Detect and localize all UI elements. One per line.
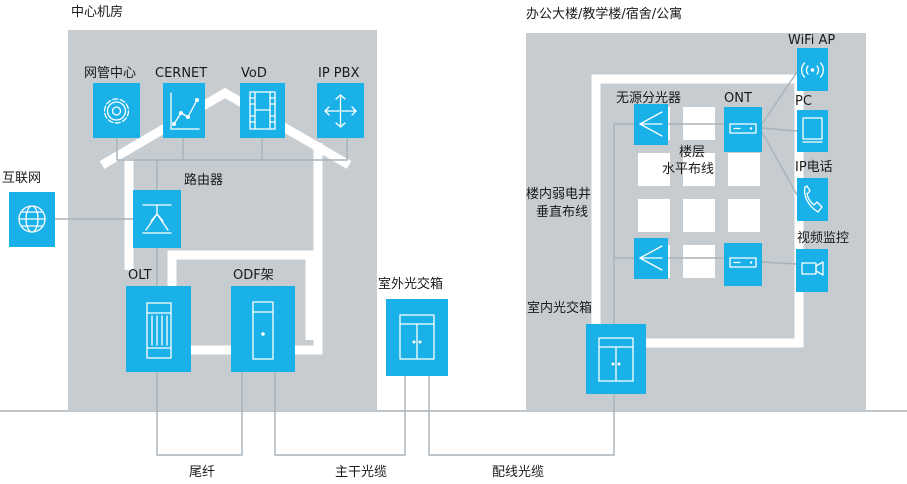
internet-node[interactable] (9, 192, 55, 247)
odf-label: ODF架 (233, 268, 274, 283)
indoor-box-label: 室内光交箱 (527, 301, 593, 316)
router-arrows-icon (142, 204, 172, 234)
house-wall-right (150, 143, 323, 355)
ippbx-node[interactable] (317, 83, 364, 138)
odf-node[interactable] (231, 286, 295, 372)
ippbx-label: IP PBX (318, 66, 360, 81)
house-roof (99, 87, 352, 169)
vod-node[interactable] (240, 83, 285, 138)
olt-rack-icon (146, 302, 172, 359)
wifi-ap-node[interactable] (797, 48, 828, 91)
router-label: 路由器 (184, 173, 224, 188)
ip-phone-label: IP电话 (795, 160, 833, 175)
wifi-ap-label: WiFi AP (788, 33, 836, 48)
netmgmt-label: 网管中心 (84, 66, 137, 81)
wifi-signal-icon (800, 62, 825, 78)
outdoor-box-node[interactable] (386, 299, 448, 376)
film-icon (249, 91, 276, 130)
cernet-node[interactable] (163, 83, 205, 138)
ont-node-upper[interactable] (724, 107, 762, 152)
ont-label: ONT (724, 91, 752, 106)
splitter-node-upper[interactable] (634, 104, 668, 145)
internet-label: 互联网 (2, 171, 42, 186)
cross-arrows-icon (324, 94, 357, 128)
cctv-label: 视频监控 (797, 231, 850, 246)
floor-cabling-label-1: 楼层 (679, 145, 706, 160)
trunk-cable-label: 主干光缆 (335, 465, 388, 480)
outdoor-box-label: 室外光交箱 (378, 277, 444, 292)
ont-node-lower[interactable] (724, 243, 762, 286)
splitter-label: 无源分光器 (616, 91, 682, 106)
cernet-label: CERNET (155, 66, 208, 81)
splitter-node-lower[interactable] (634, 238, 668, 279)
cabinet-icon (598, 337, 634, 382)
floor-cabling-label-2: 水平布线 (662, 162, 715, 177)
monitor-icon (802, 117, 823, 143)
pc-label: PC (795, 94, 812, 109)
splitter-icon (639, 111, 663, 137)
modem-icon (729, 257, 757, 268)
cctv-node[interactable] (796, 249, 828, 292)
datacenter-title: 中心机房 (71, 5, 124, 20)
ip-phone-node[interactable] (797, 178, 828, 221)
camera-icon (801, 261, 824, 276)
pigtail-label: 尾纤 (189, 465, 216, 480)
riser-cabling-label-2: 垂直布线 (536, 205, 589, 220)
distribution-cable-label: 配线光缆 (492, 465, 545, 480)
olt-label: OLT (128, 268, 152, 283)
connection-lines (55, 71, 798, 456)
globe-icon (18, 205, 46, 233)
gear-icon (103, 98, 130, 124)
office-title: 办公大楼/教学楼/宿舍/公寓 (526, 7, 683, 22)
splitter-icon (639, 245, 663, 271)
indoor-box-node[interactable] (586, 324, 646, 394)
olt-node[interactable] (126, 286, 191, 372)
modem-icon (729, 123, 757, 134)
vod-label: VoD (241, 66, 267, 81)
network-graph-icon (170, 92, 200, 130)
cabinet-icon (399, 314, 435, 360)
router-node[interactable] (133, 190, 181, 248)
phone-icon (803, 185, 823, 213)
pc-node[interactable] (797, 110, 828, 152)
odf-cabinet-icon (252, 301, 274, 360)
riser-cabling-label-1: 楼内弱电井 (526, 187, 592, 202)
netmgmt-node[interactable] (93, 83, 140, 138)
